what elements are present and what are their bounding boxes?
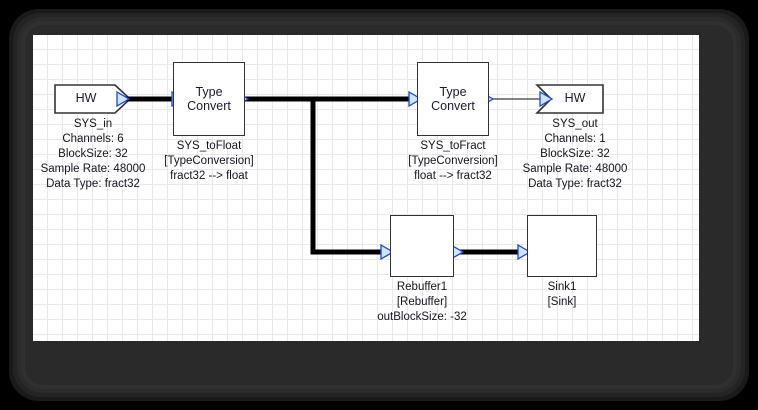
caption-sink1: Sink1 [Sink] [492,280,632,310]
caption-line: [TypeConversion] [408,154,498,167]
caption-line: Sample Rate: 48000 [40,162,146,175]
sys-in-body-label: HW [75,91,97,105]
caption-line: Sink1 [547,281,577,293]
port-sink-in [517,243,532,261]
port-rebuffer-in [380,243,395,261]
block-rebuffer1[interactable] [390,215,454,277]
sys-tofloat-line1: Type [195,84,223,99]
caption-line: Data Type: fract32 [46,177,140,190]
caption-line: SYS_out [552,118,598,130]
caption-line: Data Type: fract32 [528,177,622,190]
sys-tofloat-line2: Convert [187,99,231,113]
caption-line: outBlockSize: -32 [377,310,467,323]
wire-tofloat-rebuffer-branch [310,99,388,255]
caption-line: SYS_in [73,118,113,130]
caption-line: Sample Rate: 48000 [522,162,628,175]
caption-sys-in: SYS_in Channels: 6 BlockSize: 32 Sample … [33,117,163,192]
diagram-canvas[interactable]: Type Convert Type Convert HW HW [33,35,699,341]
caption-line: [TypeConversion] [164,154,254,167]
sys-in-shape [54,84,132,114]
sys-tofract-line2: Convert [431,99,475,113]
caption-line: [Sink] [547,295,577,308]
caption-line: SYS_toFract [420,140,486,152]
port-tofract-in [408,90,423,108]
caption-sys-tofract: SYS_toFract [TypeConversion] float --> f… [383,139,523,184]
block-sink1[interactable] [527,215,597,277]
caption-line: Rebuffer1 [396,281,448,293]
caption-line: BlockSize: 32 [540,147,610,160]
port-sysin-out [116,90,131,108]
block-sys-tofloat[interactable]: Type Convert [173,62,245,136]
caption-line: [Rebuffer] [396,295,448,308]
caption-rebuffer1: Rebuffer1 [Rebuffer] outBlockSize: -32 [352,280,492,325]
caption-line: SYS_toFloat [176,140,242,152]
sys-out-body-label: HW [564,91,586,105]
caption-sys-tofloat: SYS_toFloat [TypeConversion] fract32 -->… [139,139,279,184]
caption-line: BlockSize: 32 [58,147,128,160]
caption-line: Channels: 1 [544,132,606,145]
caption-sys-out: SYS_out Channels: 1 BlockSize: 32 Sample… [505,117,645,192]
caption-line: fract32 --> float [170,169,248,182]
caption-line: Channels: 6 [62,132,124,145]
caption-line: float --> fract32 [414,169,492,182]
sys-tofract-line1: Type [439,84,467,99]
port-sysout-in [539,90,554,108]
block-sys-tofract[interactable]: Type Convert [417,62,489,136]
